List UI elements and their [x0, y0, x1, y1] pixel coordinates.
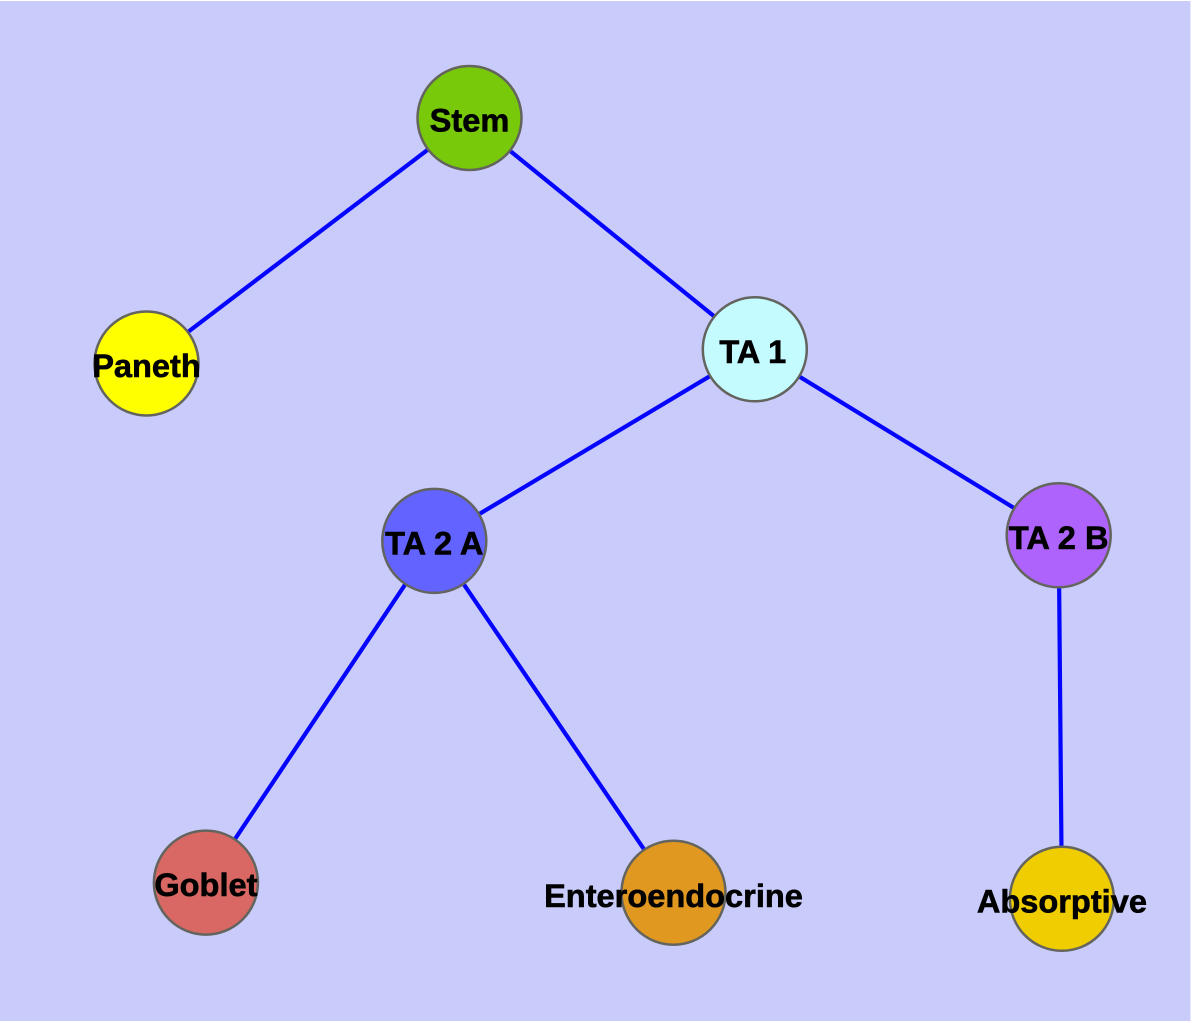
svg-text:Enteroendocrine: Enteroendocrine — [544, 877, 803, 914]
svg-text:TA 2 A: TA 2 A — [385, 524, 483, 561]
svg-text:Goblet: Goblet — [154, 866, 257, 903]
svg-text:Stem: Stem — [430, 102, 510, 139]
svg-text:Paneth: Paneth — [92, 347, 201, 384]
svg-text:TA 1: TA 1 — [719, 333, 786, 370]
svg-text:TA 2 B: TA 2 B — [1009, 519, 1109, 556]
svg-text:Absorptive: Absorptive — [977, 882, 1147, 919]
